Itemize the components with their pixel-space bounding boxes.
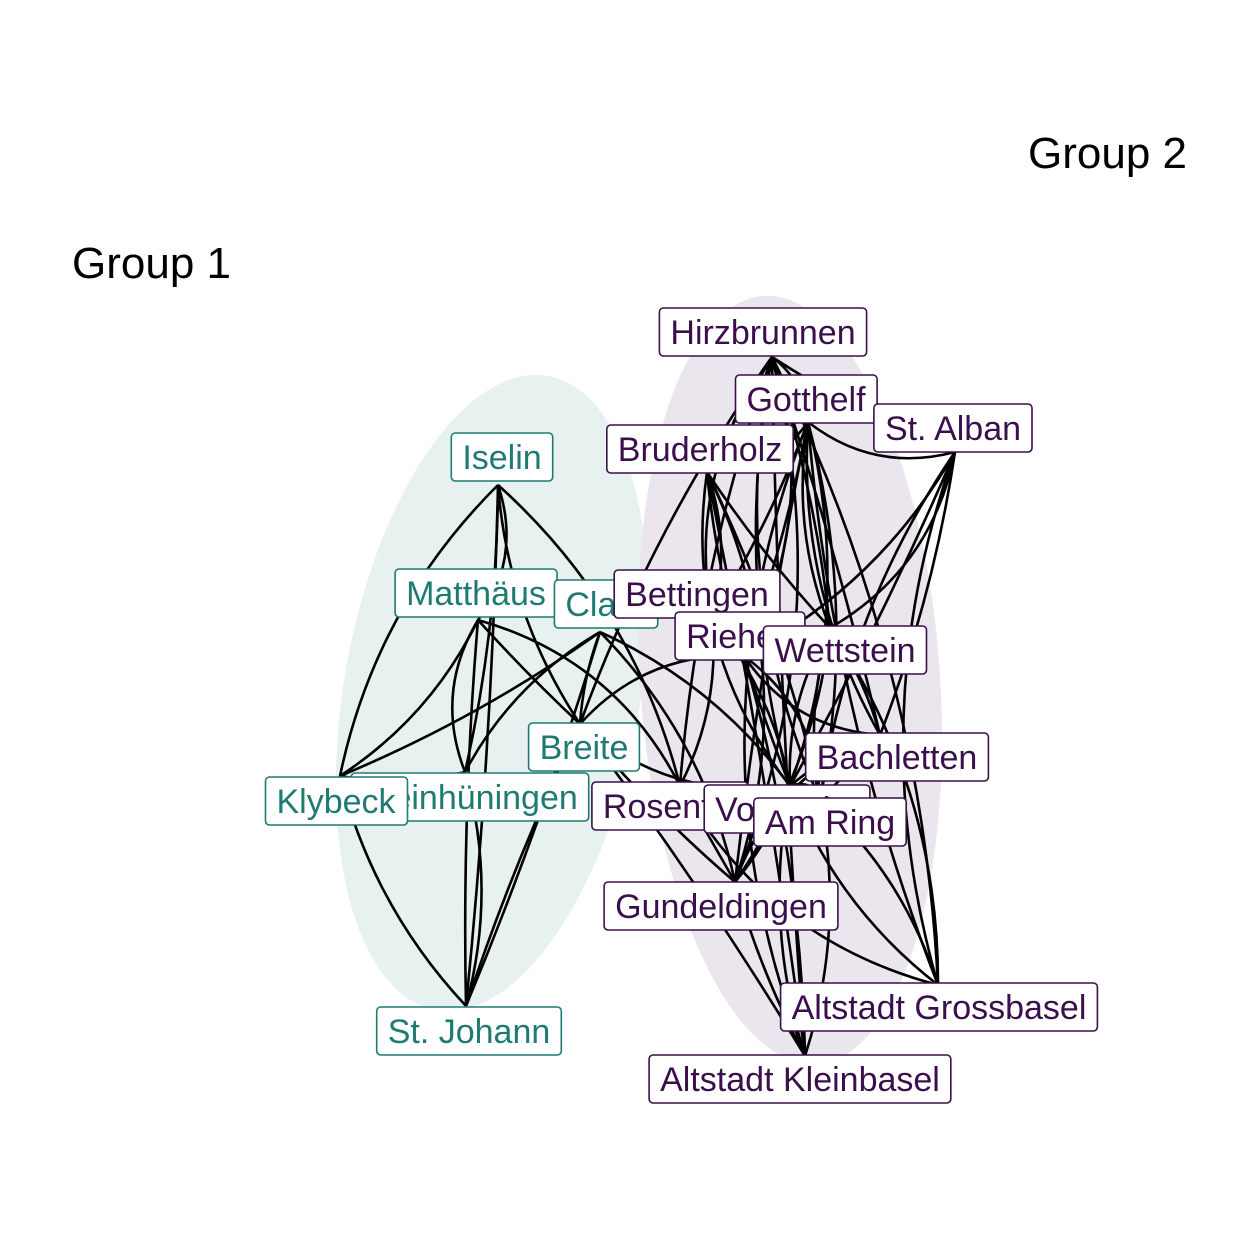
edge-clara-gundeldingen [599,631,737,883]
node-label: St. Alban [885,410,1021,448]
edge-matthaeus-breite [477,619,581,725]
node-label: Bachletten [817,739,978,777]
edge-bruderholz-altstadt_kleinbasel [705,471,807,1057]
edge-gotthelf-altstadt_grossbasel [806,421,940,986]
node-label: Gotthelf [746,381,866,419]
node-bettingen: Bettingen [613,569,781,619]
edge-iselin-klybeck [338,484,499,777]
node-label-box [375,1006,563,1056]
node-label-box [648,1054,952,1104]
node-label-box [762,625,928,675]
edge-bruderholz-wettstein [705,471,831,629]
node-altstadt_grossbasel: Altstadt Grossbasel [779,982,1099,1032]
node-label: Altstadt Kleinbasel [660,1061,940,1099]
node-wettstein: Wettstein [762,625,928,675]
edge-matthaeus-kleinhueningen [451,619,480,773]
edge-st_alban-wettstein [829,451,957,630]
node-hirzbrunnen: Hirzbrunnen [658,307,868,357]
edge-gotthelf-wettstein [801,421,832,629]
edge-clara-breite [578,631,602,725]
node-bachletten: Bachletten [804,732,990,782]
node-label-box [779,982,1099,1032]
node-label-box [658,307,868,357]
node-klybeck: Klybeck [264,776,409,826]
node-label-box [264,776,409,826]
node-st_johann: St. Johann [375,1006,563,1056]
node-label: St. Johann [388,1013,551,1051]
node-label: Hirzbrunnen [670,314,855,352]
node-label: Bettingen [625,576,769,614]
node-label: Altstadt Grossbasel [792,989,1087,1027]
edge-st_alban-altstadt_grossbasel [901,451,957,986]
edge-gotthelf-altstadt_kleinbasel [743,421,810,1057]
node-breite: Breite [527,722,641,772]
group-2-title: Group 2 [1028,129,1187,178]
edge-gotthelf-st_alban [807,420,956,460]
node-label-box [605,424,794,474]
node-label: Breite [540,729,629,767]
node-label-box [804,732,990,782]
node-label-box [734,374,878,424]
node-iselin: Iselin [450,432,554,482]
edge-iselin-st_johann [464,484,500,1007]
edge-clara-kleinhueningen [463,630,601,773]
node-altstadt_kleinbasel: Altstadt Kleinbasel [648,1054,952,1104]
node-label: Gundeldingen [615,888,827,926]
node-gotthelf: Gotthelf [734,374,878,424]
node-label: Bruderholz [618,431,782,469]
node-label: Iselin [462,439,541,477]
node-label-box [873,403,1033,453]
node-am_ring: Am Ring [752,797,907,847]
node-label: Klybeck [276,783,396,821]
node-label-box [450,432,554,482]
node-label-box [527,722,641,772]
node-gundeldingen: Gundeldingen [603,881,839,931]
node-matthaeus: Matthäus [394,568,558,618]
node-label: Wettstein [774,632,915,670]
edge-gotthelf-bachletten [805,421,882,736]
node-label: Am Ring [765,804,895,842]
edge-st_alban-bachletten [878,451,957,736]
group-1-title: Group 1 [72,239,231,288]
node-bruderholz: Bruderholz [605,424,794,474]
node-label-box [603,881,839,931]
node-label-box [752,797,907,847]
group-1-hull [335,374,649,1012]
node-label: Matthäus [406,575,546,613]
node-st_alban: St. Alban [873,403,1033,453]
